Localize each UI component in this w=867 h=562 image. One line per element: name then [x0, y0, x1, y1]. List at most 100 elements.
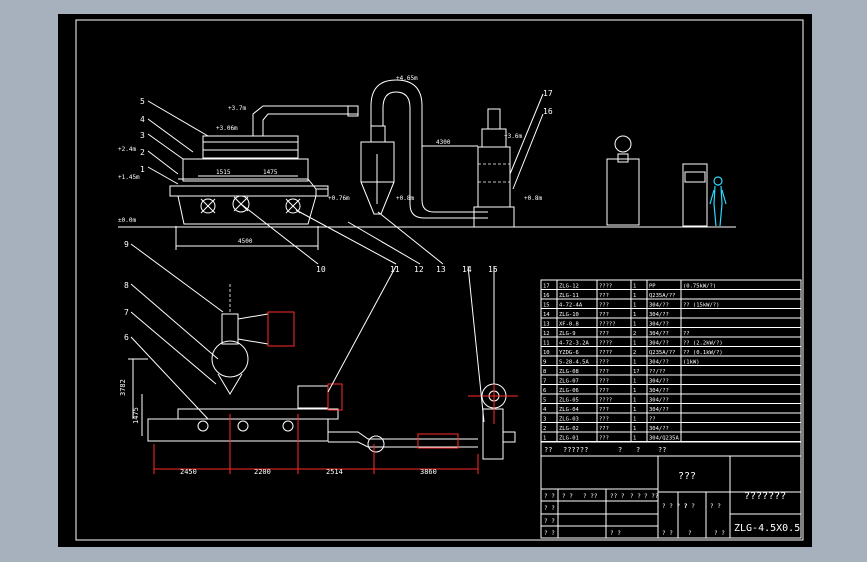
sign-row-3a: ? ?: [544, 518, 555, 525]
parts-cell-qty: 1: [633, 378, 636, 384]
parts-cell-name: ???: [599, 312, 609, 318]
sign-row-1a: ? ?: [544, 493, 555, 500]
parts-cell-mat: 304/??: [649, 378, 669, 384]
parts-cell-no: 10: [543, 350, 550, 356]
dim-4300: 4300: [436, 139, 451, 146]
parts-cell-code: 4-72-3.2A: [559, 340, 589, 346]
parts-cell-no: 14: [543, 312, 550, 318]
tb-header-5: ??: [658, 446, 666, 454]
parts-cell-code: ZLG-10: [559, 312, 579, 318]
drawing-sheet: +4.65m +3.7m +3.06m +3.6m +2.4m +1.45m +…: [58, 14, 812, 547]
balloon-5: 5: [140, 97, 145, 106]
parts-cell-note: ?? (0.1kW/?): [683, 350, 723, 356]
balloon-2: 2: [140, 148, 145, 157]
parts-cell-name: ???: [599, 416, 609, 422]
leader-lines: [130, 93, 544, 423]
parts-cell-code: ZLG-06: [559, 388, 579, 394]
balloon-1: 1: [140, 165, 145, 174]
title-block: ?? ?????? ? ? ?? ??? ??????? ZLG-4.5X0.5…: [540, 441, 802, 539]
balloon-6: 6: [124, 333, 129, 342]
parts-cell-code: ZLG-11: [559, 293, 579, 299]
parts-cell-code: ZLG-07: [559, 378, 579, 384]
balloon-11: 11: [390, 265, 400, 274]
parts-cell-mat: 304/??: [649, 331, 669, 337]
sign-row-1c: ? ??: [583, 493, 598, 500]
parts-cell-mat: 304/??: [649, 359, 669, 365]
parts-cell-code: ZLG-02: [559, 426, 579, 432]
parts-cell-qty: 1: [633, 407, 636, 413]
plan-dim-1475: 1475: [132, 407, 140, 424]
parts-cell-qty: 1: [633, 293, 636, 299]
parts-cell-mat: 304/Q235A: [649, 435, 679, 441]
parts-cell-qty: 1: [633, 283, 636, 289]
elevation-dimensions: 1515 1475 4500 4300: [175, 139, 478, 250]
plan-dim-3782: 3782: [119, 379, 127, 396]
plan-dimensions: 2450 2200 2514 3860 3782 1475: [119, 358, 479, 476]
balloon-17: 17: [543, 89, 553, 98]
sign-row-2c: ? ?: [684, 503, 695, 510]
cyclone-cone: [360, 181, 395, 215]
parts-cell-no: 9: [543, 359, 546, 365]
parts-cell-mat: 304/??: [649, 397, 669, 403]
parts-cell-code: S-28-4.5A: [559, 359, 589, 365]
dryer-bed: [169, 185, 329, 197]
dryer-hood: [182, 158, 309, 182]
balloon-12: 12: [414, 265, 424, 274]
parts-cell-code: 4-72-4A: [559, 302, 583, 308]
parts-cell-qty: 1: [633, 302, 636, 308]
parts-cell-mat: 304/??: [649, 312, 669, 318]
parts-cell-qty: 1: [633, 388, 636, 394]
plan-dryer: [147, 418, 329, 442]
parts-cell-name: ????: [599, 350, 612, 356]
parts-cell-no: 1: [543, 435, 546, 441]
u-duct-outer: [370, 79, 488, 213]
parts-cell-mat: ??: [649, 416, 656, 422]
parts-cell-name: ?????: [599, 321, 616, 327]
parts-cell-name: ???: [599, 378, 609, 384]
sign-row-1f: ? ??: [644, 493, 659, 500]
elev-465: +4.65m: [396, 75, 418, 82]
parts-cell-mat: Q235A/??: [649, 293, 676, 299]
vibration-motor-1: [200, 198, 216, 214]
parts-cell-qty: 1: [633, 397, 636, 403]
elev-24: +2.4m: [118, 146, 136, 153]
elevation-view: [118, 79, 736, 228]
plan-cyclone: [211, 340, 249, 378]
parts-cell-code: ZLG-12: [559, 283, 579, 289]
dim-4500: 4500: [238, 238, 253, 245]
parts-cell-code: XF-0.8: [559, 321, 579, 327]
balloon-14: 14: [462, 265, 472, 274]
parts-cell-qty: 1: [633, 426, 636, 432]
parts-cell-qty: 1?: [633, 369, 640, 375]
parts-cell-note: (1kW): [683, 359, 700, 365]
control-cabinet: [682, 163, 708, 227]
parts-cell-name: ???: [599, 331, 609, 337]
vibration-motor-3: [285, 198, 301, 214]
company-name: ???????: [744, 491, 786, 502]
parts-cell-no: 8: [543, 369, 546, 375]
drawing-number: ZLG-4.5X0.5: [734, 523, 800, 534]
parts-cell-note: ??: [683, 331, 690, 337]
sign-row-1b: ? ?: [562, 493, 573, 500]
parts-cell-no: 2: [543, 426, 546, 432]
part-balloons: 1 2 3 4 5 6 7 8 9 10 11 12 13 14 15 16 1…: [124, 89, 553, 342]
elev-36: +3.6m: [504, 133, 522, 140]
parts-cell-qty: 1: [633, 340, 636, 346]
parts-cell-name: ???: [599, 426, 609, 432]
parts-cell-name: ???: [599, 302, 609, 308]
parts-cell-qty: 1: [633, 321, 636, 327]
elev-08b: +0.8m: [524, 195, 542, 202]
plan-view: [147, 284, 518, 460]
tb-header-2: ??????: [563, 446, 588, 454]
balloon-4: 4: [140, 115, 145, 124]
parts-cell-name: ???: [599, 369, 609, 375]
drawing-title: ???: [678, 471, 696, 482]
parts-cell-qty: 1: [633, 359, 636, 365]
parts-cell-no: 17: [543, 283, 550, 289]
parts-cell-code: ZLG-03: [559, 416, 579, 422]
dryer-base: [177, 195, 317, 225]
scrubber-top: [487, 108, 501, 130]
parts-cell-mat: ??/??: [649, 369, 666, 375]
parts-cell-code: ZLG-08: [559, 369, 579, 375]
parts-cell-qty: 1: [633, 435, 636, 441]
